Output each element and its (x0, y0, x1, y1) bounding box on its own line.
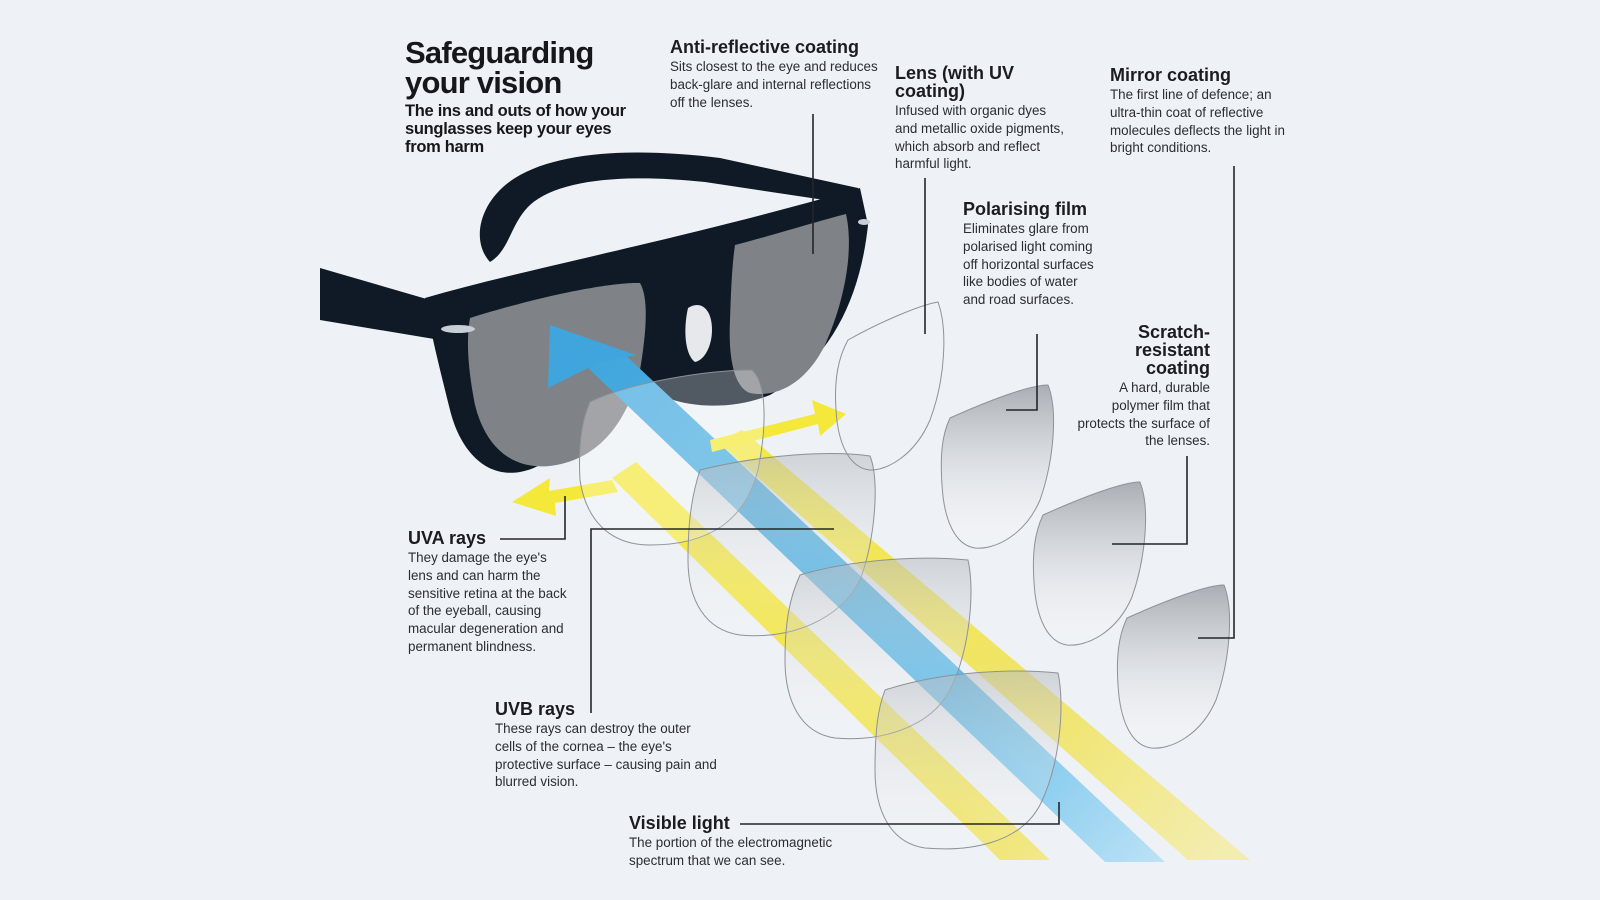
leader-lines (500, 114, 1235, 825)
lens-layer-4 (874, 670, 1062, 850)
left-rivet (441, 325, 475, 333)
label-scratch-resistant: Scratch-resistant coating A hard, durabl… (1070, 322, 1211, 450)
uv-lens-outline (835, 301, 945, 471)
label-visible-light: Visible light The portion of the electro… (629, 814, 869, 870)
label-title: Polarising film (963, 199, 1088, 219)
visible-light-arrow (548, 325, 636, 388)
far-temple-arm (479, 152, 858, 262)
nose-bridge (685, 304, 712, 362)
polarising-leader (1006, 334, 1038, 411)
label-text: The portion of the electromagnetic spect… (629, 835, 833, 868)
mirror-leader (1198, 166, 1235, 639)
label-uvb: UVB rays These rays can destroy the oute… (495, 700, 720, 791)
right-lens (729, 214, 849, 395)
label-text: A hard, durable polymer film that protec… (1077, 380, 1211, 449)
right-rivet (858, 219, 870, 225)
visible-leader (740, 802, 1060, 825)
page-subtitle: The ins and outs of how your sunglasses … (405, 102, 626, 156)
label-text: These rays can destroy the outer cells o… (495, 721, 717, 790)
label-polarising: Polarising film Eliminates glare from po… (963, 200, 1103, 309)
label-title: Anti-reflective coating (670, 37, 860, 57)
label-uva: UVA rays They damage the eye's lens and … (408, 529, 568, 656)
label-title: UVB rays (495, 699, 576, 719)
label-title: UVA rays (408, 528, 487, 548)
label-text: The first line of defence; an ultra-thin… (1110, 87, 1285, 156)
mirror-layer (1116, 584, 1231, 749)
label-text: Sits closest to the eye and reduces back… (670, 59, 878, 110)
lens-layers (579, 301, 1231, 850)
scratch-leader (1112, 456, 1188, 545)
label-text: Eliminates glare from polarised light co… (963, 221, 1094, 308)
scratch-resistant-layer (1032, 481, 1147, 646)
uvb-leader (590, 528, 834, 713)
label-lens-uv: Lens (with UV coating) Infused with orga… (895, 64, 1070, 173)
label-text: Infused with organic dyes and metallic o… (895, 103, 1064, 172)
label-title: Visible light (629, 813, 730, 833)
label-mirror: Mirror coating The first line of defence… (1110, 66, 1285, 157)
label-text: They damage the eye's lens and can harm … (408, 550, 567, 654)
label-title: Lens (with UV coating) (895, 63, 1015, 101)
page-title: Safeguarding your vision (405, 35, 594, 100)
label-title: Scratch-resistant coating (1134, 322, 1210, 378)
uva-leader (500, 496, 566, 540)
uvb-reflect-arrow (710, 400, 846, 452)
label-title: Mirror coating (1110, 65, 1232, 85)
label-anti-reflective: Anti-reflective coating Sits closest to … (670, 38, 885, 111)
